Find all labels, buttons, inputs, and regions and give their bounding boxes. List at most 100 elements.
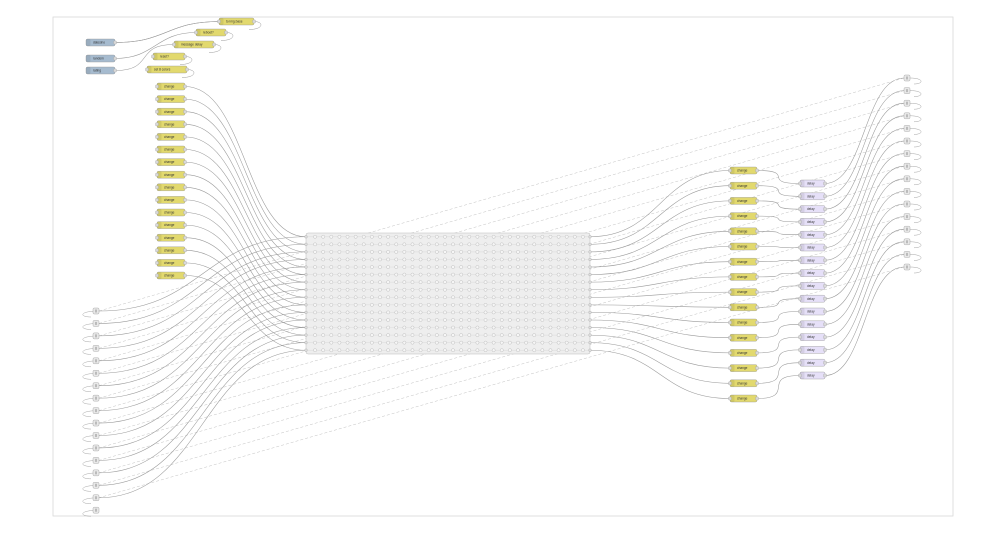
matrix-cell[interactable]: [532, 235, 537, 239]
matrix-cell[interactable]: [321, 250, 325, 254]
link-in-node[interactable]: [92, 332, 100, 340]
delay-node[interactable]: delay: [798, 371, 827, 380]
matrix-cell[interactable]: [329, 257, 334, 262]
matrix-cell[interactable]: [435, 310, 439, 315]
matrix-cell[interactable]: [386, 242, 390, 247]
matrix-cell[interactable]: [491, 257, 496, 262]
matrix-cell[interactable]: [532, 250, 537, 254]
matrix-cell[interactable]: [475, 250, 480, 254]
change-node-input-port[interactable]: [155, 223, 159, 227]
change-node-output-port[interactable]: [183, 160, 187, 164]
matrix-cell[interactable]: [483, 318, 488, 322]
matrix-cell[interactable]: [321, 333, 325, 337]
delay-node-input-port[interactable]: [798, 335, 802, 339]
matrix-cell[interactable]: [524, 318, 528, 322]
matrix-cell[interactable]: [418, 303, 423, 307]
matrix-cell[interactable]: [313, 287, 317, 292]
matrix-cell[interactable]: [548, 333, 553, 337]
matrix-cell[interactable]: [573, 257, 577, 262]
matrix-cell[interactable]: [483, 310, 488, 315]
change-node-output-port[interactable]: [183, 122, 187, 126]
matrix-cell[interactable]: [370, 235, 374, 239]
matrix-cell[interactable]: [337, 257, 342, 262]
delay-node-input-port[interactable]: [798, 373, 802, 378]
matrix-cell[interactable]: [313, 333, 317, 337]
matrix-cell[interactable]: [451, 250, 455, 254]
matrix-input-port[interactable]: [304, 341, 308, 345]
matrix-cell[interactable]: [426, 235, 431, 239]
matrix-cell[interactable]: [435, 333, 439, 337]
matrix-cell[interactable]: [321, 325, 325, 330]
matrix-cell[interactable]: [508, 265, 512, 269]
delay-node-output-port[interactable]: [823, 297, 827, 301]
matrix-input-port[interactable]: [304, 295, 308, 299]
matrix-cell[interactable]: [353, 333, 358, 337]
matrix-cell[interactable]: [508, 340, 512, 345]
matrix-cell[interactable]: [508, 287, 512, 292]
matrix-cell[interactable]: [435, 280, 439, 284]
matrix-cell[interactable]: [581, 303, 585, 307]
matrix-cell[interactable]: [524, 333, 528, 337]
link-in-node[interactable]: [92, 357, 100, 364]
matrix-cell[interactable]: [581, 265, 585, 269]
change-node[interactable]: change: [728, 242, 759, 251]
matrix-cell[interactable]: [418, 310, 423, 315]
matrix-cell[interactable]: [475, 257, 480, 262]
delay-node-input-port[interactable]: [798, 245, 802, 250]
matrix-cell[interactable]: [564, 272, 569, 277]
matrix-cell[interactable]: [370, 348, 374, 352]
matrix-cell[interactable]: [410, 272, 415, 277]
matrix-cell[interactable]: [418, 257, 423, 262]
link-in-node[interactable]: [92, 469, 100, 477]
matrix-cell[interactable]: [532, 280, 537, 284]
matrix-cell[interactable]: [451, 340, 455, 345]
change-node[interactable]: change: [155, 95, 187, 103]
matrix-cell[interactable]: [581, 242, 585, 247]
matrix-cell[interactable]: [410, 318, 415, 322]
change-node[interactable]: change: [728, 273, 759, 281]
matrix-cell[interactable]: [499, 265, 504, 269]
matrix-cell[interactable]: [443, 287, 447, 292]
matrix-cell[interactable]: [548, 257, 553, 262]
matrix-cell[interactable]: [353, 235, 358, 239]
matrix-cell[interactable]: [548, 250, 553, 254]
matrix-cell[interactable]: [426, 250, 431, 254]
matrix-cell[interactable]: [573, 242, 577, 247]
matrix-cell[interactable]: [459, 340, 463, 345]
link-in-node[interactable]: [92, 407, 100, 414]
matrix-cell[interactable]: [370, 250, 374, 254]
matrix-cell[interactable]: [329, 318, 334, 322]
matrix-cell[interactable]: [581, 295, 585, 300]
matrix-cell[interactable]: [394, 348, 399, 352]
matrix-cell[interactable]: [556, 325, 561, 330]
matrix-cell[interactable]: [361, 242, 366, 247]
matrix-cell[interactable]: [353, 250, 358, 254]
matrix-cell[interactable]: [345, 287, 350, 292]
matrix-cell[interactable]: [313, 280, 317, 284]
matrix-cell[interactable]: [386, 348, 390, 352]
matrix-cell[interactable]: [394, 272, 399, 277]
matrix-cell[interactable]: [499, 348, 504, 352]
matrix-cell[interactable]: [313, 318, 317, 322]
change-node-input-port[interactable]: [155, 261, 159, 265]
matrix-cell[interactable]: [516, 310, 520, 315]
matrix-cell[interactable]: [345, 303, 350, 307]
matrix-cell[interactable]: [329, 242, 334, 247]
matrix-cell[interactable]: [394, 318, 399, 322]
delay-node-output-port[interactable]: [823, 335, 827, 339]
matrix-cell[interactable]: [581, 310, 585, 315]
matrix-input-port[interactable]: [304, 265, 308, 269]
change-node[interactable]: change: [728, 303, 759, 311]
matrix-cell[interactable]: [491, 242, 496, 247]
matrix-cell[interactable]: [443, 257, 447, 262]
matrix-cell[interactable]: [345, 235, 350, 239]
change-node-input-port[interactable]: [155, 173, 159, 177]
matrix-cell[interactable]: [394, 250, 399, 254]
matrix-cell[interactable]: [516, 348, 520, 352]
matrix-cell[interactable]: [467, 250, 472, 254]
link-out-node[interactable]: [903, 125, 911, 132]
matrix-cell[interactable]: [508, 333, 512, 337]
matrix-cell[interactable]: [581, 325, 585, 330]
matrix-cell[interactable]: [329, 310, 334, 315]
matrix-input-port[interactable]: [304, 257, 308, 262]
